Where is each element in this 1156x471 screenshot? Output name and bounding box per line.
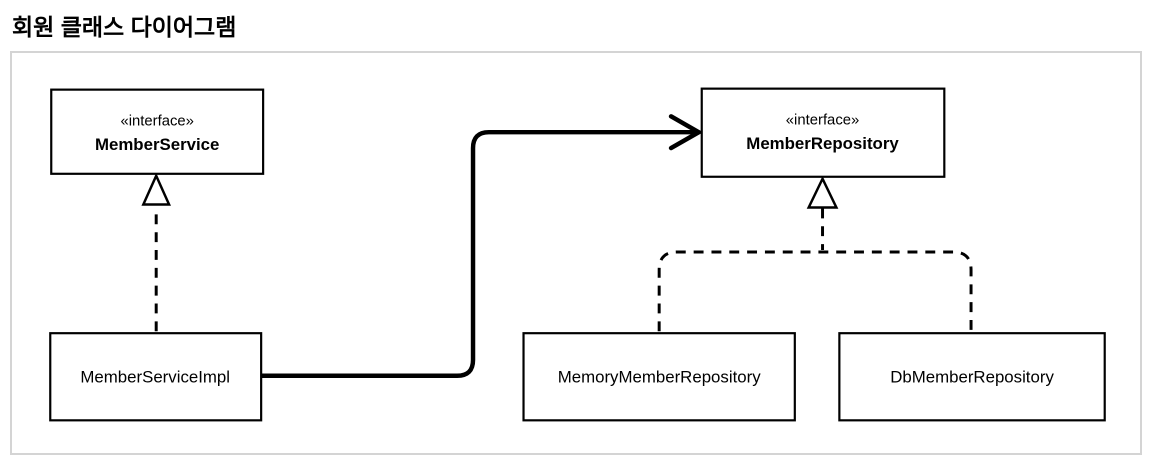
class-box-db-member-repository: DbMemberRepository [838,332,1106,422]
class-box-rect [700,87,946,178]
class-box-rect [49,332,263,422]
class-box-rect [50,88,265,175]
class-box-member-repository: «interface» MemberRepository [700,87,946,178]
class-name-label: MemberService [95,135,219,154]
class-box-memory-member-repository: MemoryMemberRepository [522,332,796,422]
page-title: 회원 클래스 다이어그램 [12,14,237,40]
realization-edges-repositories-to-memberrepository [657,175,973,332]
hollow-triangle-icon [141,172,171,206]
hollow-triangle-icon [806,175,839,209]
class-name-label: DbMemberRepository [890,368,1054,387]
realization-edge-memberserviceimpl-to-memberservice [141,172,171,332]
dependency-edge-memberserviceimpl-to-memberrepository [261,114,704,378]
stereotype-label: «interface» [786,112,859,128]
class-box-member-service-impl: MemberServiceImpl [49,332,263,422]
open-arrowhead-icon [668,114,704,151]
dependency-solid-line [261,129,695,378]
class-name-label: MemoryMemberRepository [558,368,762,387]
stereotype-label: «interface» [120,113,193,129]
class-diagram-canvas: «interface» MemberService «interface» Me… [49,87,1106,422]
class-box-rect [838,332,1106,422]
realization-branch-dashed-line [657,250,973,332]
class-box-rect [522,332,796,422]
class-box-member-service: «interface» MemberService [50,88,265,175]
class-name-label: MemberServiceImpl [80,368,230,387]
class-name-label: MemberRepository [746,134,899,153]
diagram-panel: «interface» MemberService «interface» Me… [10,51,1142,455]
